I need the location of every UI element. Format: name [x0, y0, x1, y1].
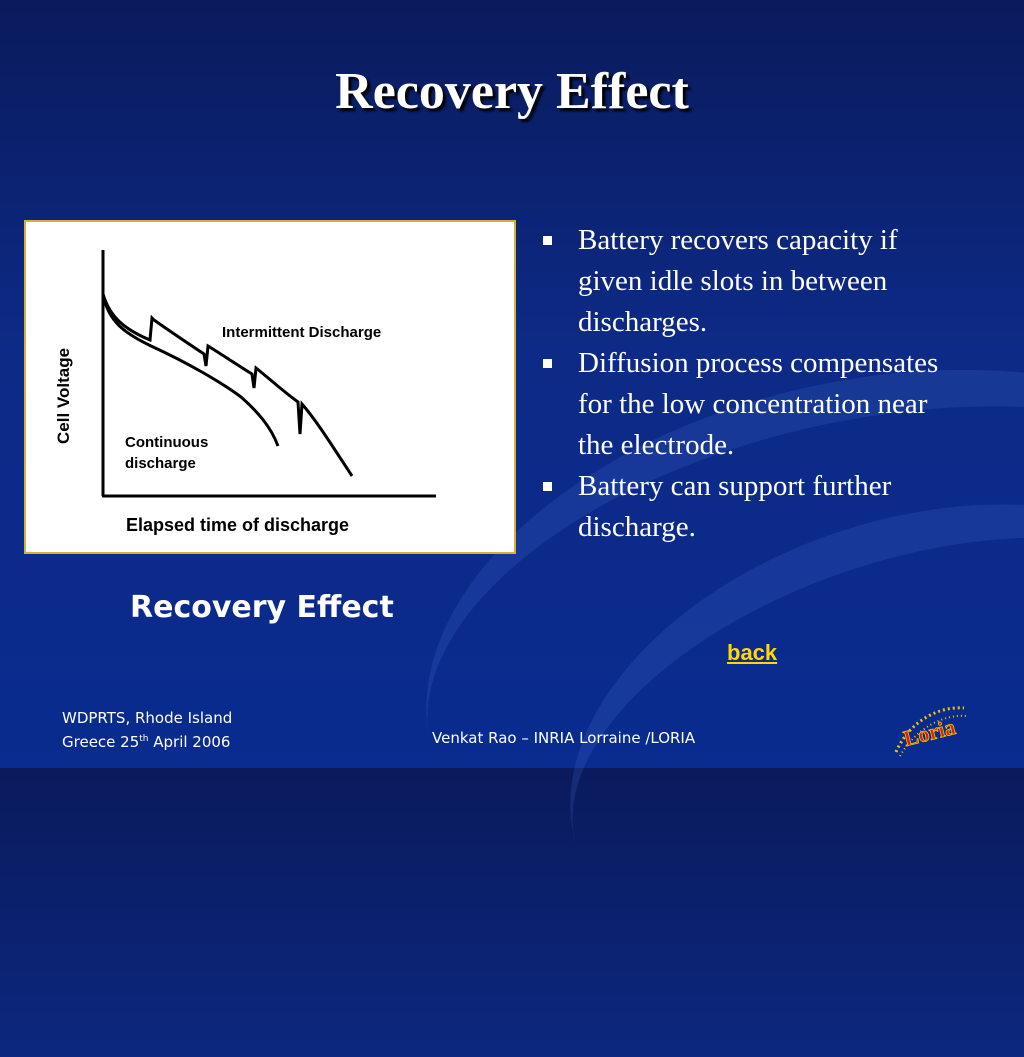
loria-logo: Loria	[894, 706, 967, 757]
footer-date-suffix: April 2006	[148, 733, 231, 751]
intermittent-discharge-label: Intermittent Discharge	[222, 324, 382, 341]
y-axis-label: Cell Voltage	[54, 347, 73, 444]
intermittent-discharge-curve	[101, 293, 354, 477]
continuous-discharge-curve	[101, 293, 280, 447]
footer-venue-line2: Greece 25th April 2006	[62, 729, 232, 753]
bullet-list: Battery recovers capacity if given idle …	[540, 220, 960, 548]
loria-logo-text: Loria	[901, 714, 958, 751]
footer-author: Venkat Rao – INRIA Lorraine /LORIA	[432, 729, 696, 747]
bullet-text: Battery can support further discharge.	[578, 470, 892, 543]
recovery-effect-figure: Intermittent Discharge Continuous discha…	[24, 220, 516, 554]
bullet-item: Battery recovers capacity if given idle …	[540, 220, 960, 343]
bullet-item: Battery can support further discharge.	[540, 466, 960, 548]
x-axis-label: Elapsed time of discharge	[126, 515, 350, 535]
footer-date-sup: th	[139, 734, 149, 744]
bullet-text: Diffusion process compensates for the lo…	[578, 347, 939, 461]
figure-caption: Recovery Effect	[130, 590, 394, 625]
continuous-discharge-label-line1: Continuous	[125, 434, 209, 451]
square-bullet-icon	[543, 236, 552, 245]
footer-date-prefix: Greece 25	[62, 733, 140, 751]
slide-title: Recovery Effect	[335, 63, 689, 120]
footer-venue-line1: WDPRTS, Rhode Island	[62, 709, 233, 727]
square-bullet-icon	[543, 359, 552, 368]
discharge-curves-diagram	[101, 250, 436, 498]
continuous-discharge-label-line2: discharge	[125, 455, 196, 472]
square-bullet-icon	[543, 482, 552, 491]
bullet-item: Diffusion process compensates for the lo…	[540, 343, 960, 466]
back-link[interactable]: back	[727, 640, 778, 665]
footer-venue: WDPRTS, Rhode Island Greece 25th April 2…	[62, 708, 232, 753]
bullet-text: Battery recovers capacity if given idle …	[578, 224, 898, 338]
